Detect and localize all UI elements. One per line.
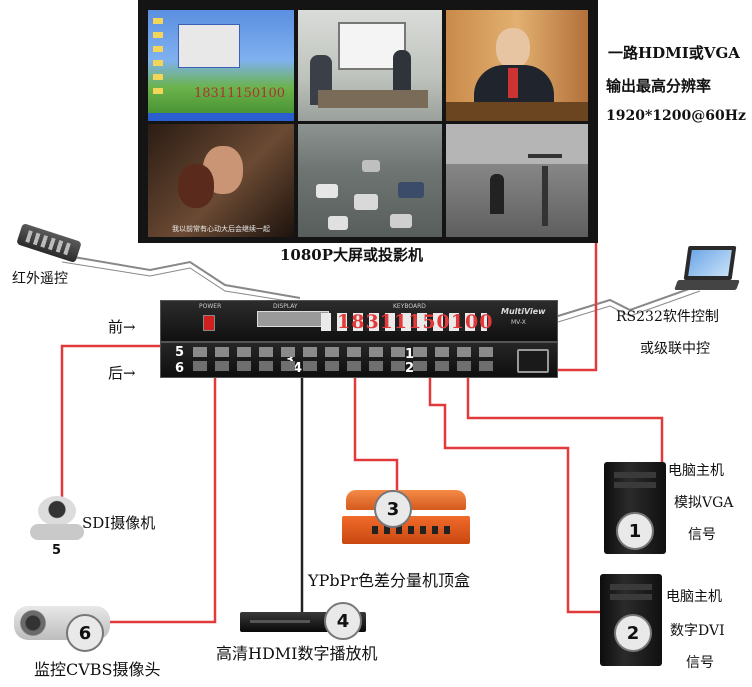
cable-screen-output: [555, 243, 598, 372]
pc1-label-3: 信号: [688, 527, 716, 543]
sdi-label: SDI摄像机: [82, 514, 156, 532]
rear-label: 后→: [108, 364, 136, 382]
display-screen: 18311150100 我以前常有心动大后会继续一起: [138, 0, 598, 243]
screen-tile-movie: 我以前常有心动大后会继续一起: [148, 124, 294, 237]
screen-caption: 1080P大屏或投影机: [280, 246, 424, 264]
screen-tile-desktop: 18311150100: [148, 10, 294, 121]
pc1-label-2: 模拟VGA: [674, 495, 734, 511]
rs232-label-1: RS232软件控制: [616, 309, 719, 325]
ypbpr-badge: 3: [374, 490, 412, 528]
cable-vga: [466, 346, 664, 490]
pc1-badge: 1: [616, 512, 654, 550]
ypbpr-label: YPbPr色差分量机顶盒: [308, 571, 470, 590]
rs232-signal-line: [544, 284, 701, 321]
device-front-panel: POWER DISPLAY KEYBOARD 18311150100 Multi…: [160, 300, 558, 342]
rear-slot-3: 3: [285, 353, 294, 368]
power-label: POWER: [199, 303, 222, 310]
hdmi-player-label: 高清HDMI数字播放机: [216, 644, 378, 663]
sdi-badge: 5: [52, 543, 62, 558]
pc2-badge: 2: [614, 614, 652, 652]
screen-tile-security: [446, 124, 588, 237]
power-button[interactable]: [203, 315, 215, 331]
cable-dvi: [428, 370, 600, 614]
screen-tile-speaker: [446, 10, 588, 121]
screen-tile-traffic: [298, 124, 442, 237]
keyboard-label: KEYBOARD: [393, 303, 426, 310]
rs232-signal-line-2: [544, 290, 701, 327]
screen-side-text-3: 1920*1200@60Hz: [606, 108, 746, 124]
pc2-label-2: 数字DVI: [670, 623, 725, 639]
device-phone-overlay: 18311150100: [337, 311, 494, 333]
cable-ypbpr: [353, 370, 399, 490]
cable-sdi: [60, 344, 208, 498]
front-label: 前→: [108, 318, 136, 336]
screen-side-text-1: 一路HDMI或VGA: [608, 44, 740, 62]
cvbs-label: 监控CVBS摄像头: [34, 660, 161, 679]
device-rear-panel: 5 6 3 4 1 2: [160, 342, 558, 378]
rear-slot-6: 6: [175, 361, 185, 376]
front-keypad[interactable]: [321, 313, 487, 331]
screen-side-text-2: 输出最高分辨率: [606, 77, 712, 95]
display-label: DISPLAY: [273, 303, 298, 310]
remote-label: 红外遥控: [12, 271, 68, 287]
rear-slot-5: 5: [175, 345, 185, 360]
pc1-label-1: 电脑主机: [668, 463, 724, 479]
brand-label: MultiView: [501, 307, 546, 316]
pc2-label-1: 电脑主机: [666, 589, 722, 605]
sdi-camera-icon: [24, 496, 90, 544]
hdmi-badge: 4: [324, 602, 362, 640]
screen-tile-meeting: [298, 10, 442, 121]
power-socket[interactable]: [517, 349, 549, 373]
laptop-icon: [674, 246, 740, 294]
screen-phone-overlay: 18311150100: [194, 86, 285, 101]
pc2-label-3: 信号: [686, 655, 714, 671]
front-display: [257, 311, 329, 327]
rear-port-row[interactable]: [193, 347, 493, 357]
rear-port-row-2[interactable]: [193, 361, 493, 371]
cvbs-badge: 6: [66, 614, 104, 652]
screen-subtitle: 我以前常有心动大后会继续一起: [172, 225, 270, 233]
model-label: MV-X: [511, 319, 526, 326]
ir-signal-line: [61, 254, 301, 299]
rs232-label-2: 或级联中控: [640, 341, 710, 357]
ir-signal-line-2: [61, 261, 301, 304]
cable-cvbs: [110, 372, 217, 624]
